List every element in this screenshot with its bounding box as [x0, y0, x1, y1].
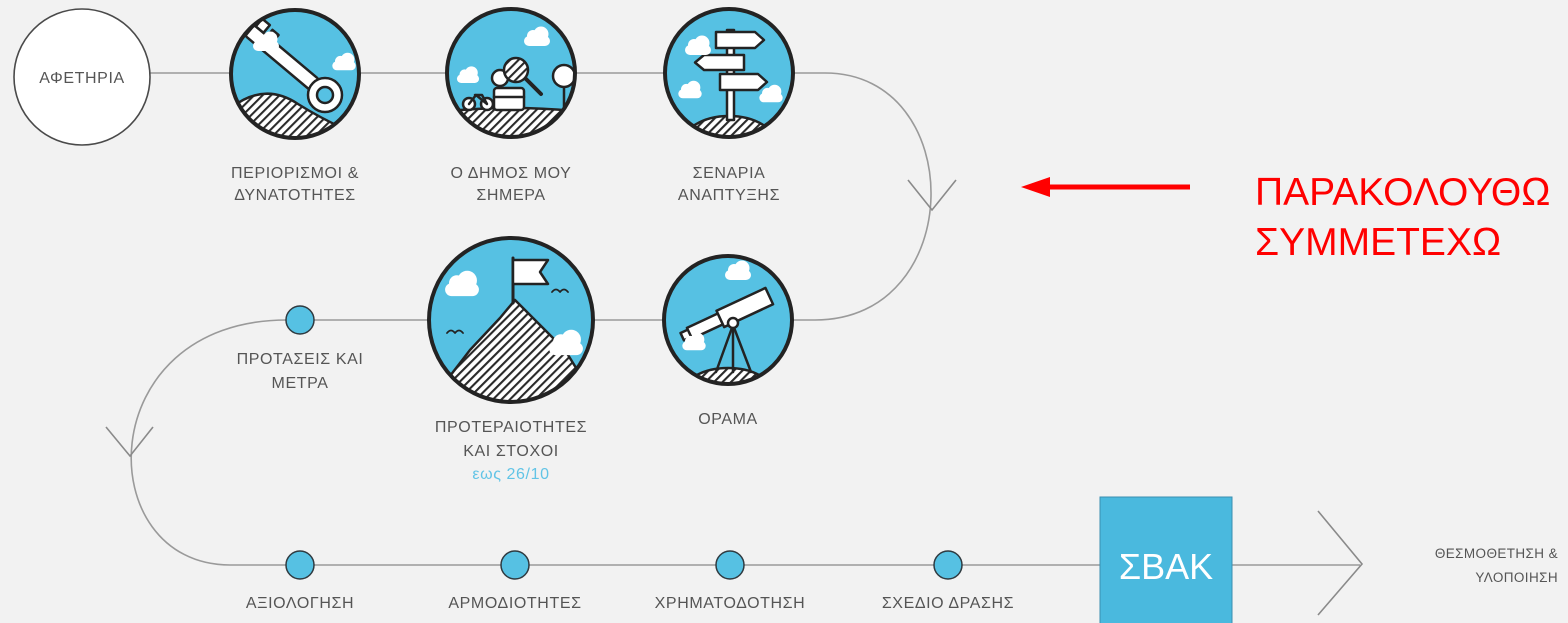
sign-left	[693, 53, 746, 72]
today-label-line-2: ΣΗΜΕΡΑ	[476, 187, 545, 204]
milestone-label: ΣΒΑΚ	[1119, 546, 1213, 587]
flag-icon	[511, 258, 550, 286]
person-body	[492, 86, 526, 112]
priorities-label-line-2: ΚΑΙ ΣΤΟΧΟΙ	[463, 443, 559, 460]
proposals-label-line-1: ΠΡΟΤΑΣΕΙΣ ΚΑΙ	[237, 351, 364, 368]
start-circle	[13, 8, 151, 146]
flag-mountain-icon	[430, 239, 592, 401]
stage-municipality-today: Ο ΔΗΜΟΣ ΜΟΥ ΣΗΜΕΡΑ	[445, 7, 577, 204]
stage-ring	[445, 7, 577, 139]
evaluation-label: ΑΞΙΟΛΟΓΗΣΗ	[246, 595, 354, 612]
scenarios-label-line-1: ΣΕΝΑΡΙΑ	[693, 165, 766, 182]
key-ring-hole	[315, 85, 335, 105]
step-dot	[285, 550, 315, 580]
step-dot	[285, 305, 315, 335]
stage-evaluation: ΑΞΙΟΛΟΓΗΣΗ	[246, 550, 354, 612]
funding-label: ΧΡΗΜΑΤΟΔΟΤΗΣΗ	[655, 595, 806, 612]
bike-frame	[467, 93, 489, 106]
stage-ring	[662, 254, 794, 386]
responsibilities-label: ΑΡΜΟΔΙΟΤΗΤΕΣ	[448, 595, 581, 612]
stage-scenarios: ΣΕΝΑΡΙΑ ΑΝΑΠΤΥΞΗΣ	[663, 7, 795, 204]
priorities-deadline: εως 26/10	[472, 466, 549, 483]
arrow-left-icon	[1021, 177, 1050, 197]
stage-ring	[663, 7, 795, 139]
stage-priorities: ΠΡΟΤΕΡΑΙΟΤΗΤΕΣ ΚΑΙ ΣΤΟΧΟΙ εως 26/10	[427, 236, 595, 483]
constraints-label-line-1: ΠΕΡΙΟΡΙΣΜΟΙ &	[231, 165, 359, 182]
stage-vision: ΟΡΑΜΑ	[662, 254, 794, 428]
proposals-label-line-2: ΜΕΤΡΑ	[272, 375, 329, 392]
callout-line-2: ΣΥΜΜΕΤΕΧΩ	[1255, 221, 1501, 264]
stage-funding: ΧΡΗΜΑΤΟΔΟΤΗΣΗ	[655, 550, 806, 612]
stage-ring	[229, 8, 361, 140]
tripod-leg	[731, 323, 753, 374]
finish-label-line-2: ΥΛΟΠΟΙΗΣΗ	[1475, 570, 1558, 585]
chevron-down-icon	[105, 426, 154, 458]
stage-ring	[427, 236, 595, 404]
connector-curve-right	[792, 72, 932, 321]
callout: ΠΑΡΑΚΟΛΟΥΘΩ ΣΥΜΜΕΤΕΧΩ	[1021, 171, 1550, 264]
stage-action-plan: ΣΧΕΔΙΟ ΔΡΑΣΗΣ	[882, 550, 1014, 612]
step-dot	[715, 550, 745, 580]
constraints-label-line-2: ΔΥΝΑΤΟΤΗΤΕΣ	[234, 187, 355, 204]
step-dot	[500, 550, 530, 580]
telescope-icon	[665, 257, 791, 383]
telescope-mount	[726, 316, 740, 330]
stage-proposals: ΠΡΟΤΑΣΕΙΣ ΚΑΙ ΜΕΤΡΑ	[237, 305, 364, 392]
flow-path	[105, 72, 1364, 616]
magnifier-lens-icon	[502, 56, 530, 84]
connector-curve-left	[130, 319, 1100, 566]
callout-line-1: ΠΑΡΑΚΟΛΟΥΘΩ	[1255, 171, 1550, 214]
tripod-leg	[714, 323, 735, 374]
stage-constraints: ΠΕΡΙΟΡΙΣΜΟΙ & ΔΥΝΑΤΟΤΗΤΕΣ	[229, 8, 361, 204]
magnifier-handle	[523, 76, 543, 96]
milestone-box	[1099, 496, 1233, 623]
milestone-sump: ΣΒΑΚ	[1099, 496, 1233, 623]
bird-icon	[551, 288, 569, 293]
signpost-icon	[666, 10, 792, 136]
stage-responsibilities: ΑΡΜΟΔΙΟΤΗΤΕΣ	[448, 550, 581, 612]
priorities-label-line-1: ΠΡΟΤΕΡΑΙΟΤΗΤΕΣ	[435, 419, 587, 436]
chevron-down-icon	[907, 179, 957, 212]
bird-icon	[446, 329, 464, 334]
scenarios-label-line-2: ΑΝΑΠΤΥΞΗΣ	[678, 187, 780, 204]
arrowhead-right-icon	[1317, 510, 1364, 616]
tree-icon	[551, 63, 574, 89]
finish-label-line-1: ΘΕΣΜΟΘΕΤΗΣΗ &	[1435, 546, 1558, 561]
vision-label: ΟΡΑΜΑ	[698, 411, 758, 428]
sign-right	[714, 30, 766, 50]
today-label-line-1: Ο ΔΗΜΟΣ ΜΟΥ	[451, 165, 572, 182]
start-label: ΑΦΕΤΗΡΙΑ	[39, 70, 125, 87]
sign-right	[718, 72, 769, 92]
finish-node: ΘΕΣΜΟΘΕΤΗΣΗ & ΥΛΟΠΟΙΗΣΗ	[1435, 546, 1558, 585]
start-node: ΑΦΕΤΗΡΙΑ	[13, 8, 151, 146]
action-plan-label: ΣΧΕΔΙΟ ΔΡΑΣΗΣ	[882, 595, 1014, 612]
step-dot	[933, 550, 963, 580]
